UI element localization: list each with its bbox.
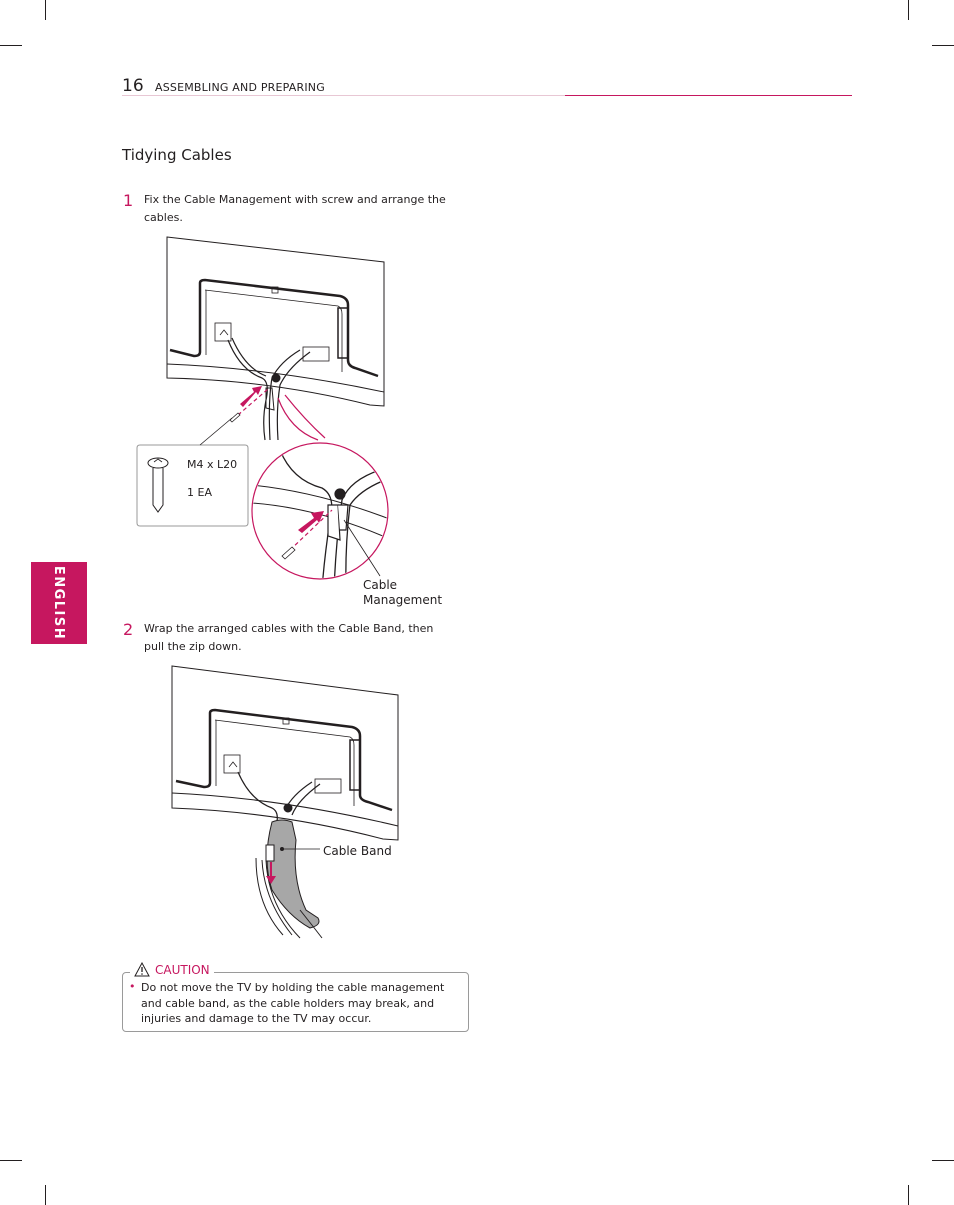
screw-size-label: M4 x L20 <box>187 458 238 471</box>
crop-mark <box>0 45 22 46</box>
caution-label: CAUTION <box>155 962 210 977</box>
step-text: Wrap the arranged cables with the Cable … <box>144 622 434 653</box>
page-number: 16 <box>122 76 144 96</box>
warning-icon <box>134 962 150 977</box>
tv-back-illustration-2 <box>171 665 399 841</box>
screw-arrow-detail <box>281 509 333 560</box>
crop-mark <box>932 45 954 46</box>
crop-mark <box>45 0 46 20</box>
tv-back-illustration-1 <box>166 236 385 441</box>
caution-header: CAUTION <box>130 962 214 977</box>
crop-mark <box>932 1160 954 1161</box>
zip-arrow <box>266 862 276 884</box>
language-tab: ENGLISH <box>31 562 87 644</box>
callout-leader-1 <box>343 519 381 577</box>
detail-magnifier <box>251 394 389 580</box>
header-rule <box>122 95 852 96</box>
step-number: 2 <box>123 620 134 639</box>
cable-band-label: Cable Band <box>323 844 392 858</box>
screw-quantity-label: 1 EA <box>187 486 212 499</box>
cable-management-label-line1: Cable <box>363 578 398 592</box>
step-number: 1 <box>123 191 134 210</box>
screw-arrow-1 <box>229 386 269 423</box>
section-title: ASSEMBLING AND PREPARING <box>155 81 325 94</box>
caution-text: Do not move the TV by holding the cable … <box>141 981 445 1025</box>
cable-management-label-line2: Management <box>363 593 443 607</box>
step-text: Fix the Cable Management with screw and … <box>144 193 446 224</box>
crop-mark <box>908 1185 909 1205</box>
crop-mark <box>908 0 909 20</box>
page-title: Tidying Cables <box>122 146 232 164</box>
cable-band <box>255 819 323 939</box>
bullet-icon: • <box>129 980 136 993</box>
caution-box <box>122 972 469 1032</box>
screw-box <box>136 417 249 527</box>
crop-mark <box>0 1160 22 1161</box>
crop-mark <box>45 1185 46 1205</box>
header-rule-accent <box>565 95 852 96</box>
detail-content <box>253 449 387 578</box>
